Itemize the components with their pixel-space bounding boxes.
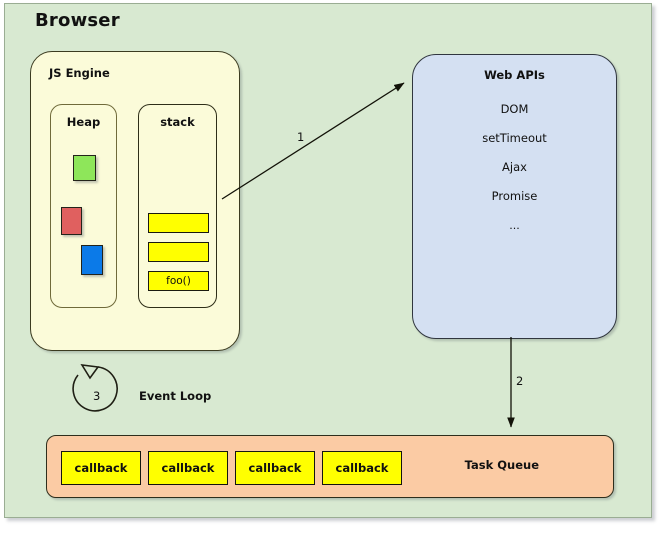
callback-item: callback: [322, 451, 402, 485]
js-engine-box: JS Engine Heap stack foo(): [30, 51, 240, 351]
web-api-item-ellipsis: ...: [509, 219, 520, 232]
task-queue-label: Task Queue: [464, 458, 539, 472]
web-apis-label: Web APIs: [484, 68, 545, 82]
web-api-item-settimeout: setTimeout: [482, 131, 547, 145]
heap-label: Heap: [66, 115, 101, 129]
event-loop-label: Event Loop: [139, 389, 212, 403]
task-queue-box: callback callback callback callback Task…: [46, 435, 614, 498]
web-api-item-dom: DOM: [500, 102, 529, 116]
stack-frame-foo: foo(): [148, 271, 209, 291]
web-apis-box: Web APIs DOM setTimeout Ajax Promise ...: [412, 54, 617, 339]
stack-frame: [148, 242, 209, 262]
callback-item: callback: [148, 451, 228, 485]
stack-label: stack: [160, 115, 195, 129]
web-apis-list: DOM setTimeout Ajax Promise ...: [413, 102, 616, 233]
browser-frame: Browser JS Engine Heap stack foo() Web A…: [4, 3, 652, 518]
callback-item: callback: [235, 451, 315, 485]
web-api-item-promise: Promise: [491, 189, 538, 203]
arrow-2-number: 2: [516, 374, 524, 388]
heap-box: Heap: [50, 104, 117, 308]
heap-object-blue: [81, 245, 103, 275]
stack-frame: [148, 213, 209, 233]
heap-object-red: [61, 207, 82, 235]
event-loop-circular-arrow-icon: [72, 363, 118, 412]
js-engine-label: JS Engine: [49, 66, 110, 80]
call-stack-box: stack foo(): [138, 104, 217, 308]
page-title: Browser: [35, 10, 120, 31]
callback-item: callback: [61, 451, 141, 485]
arrow-1-number: 1: [297, 130, 305, 144]
heap-object-green: [73, 155, 96, 181]
web-api-item-ajax: Ajax: [502, 160, 527, 174]
event-loop-step-number: 3: [93, 389, 101, 403]
